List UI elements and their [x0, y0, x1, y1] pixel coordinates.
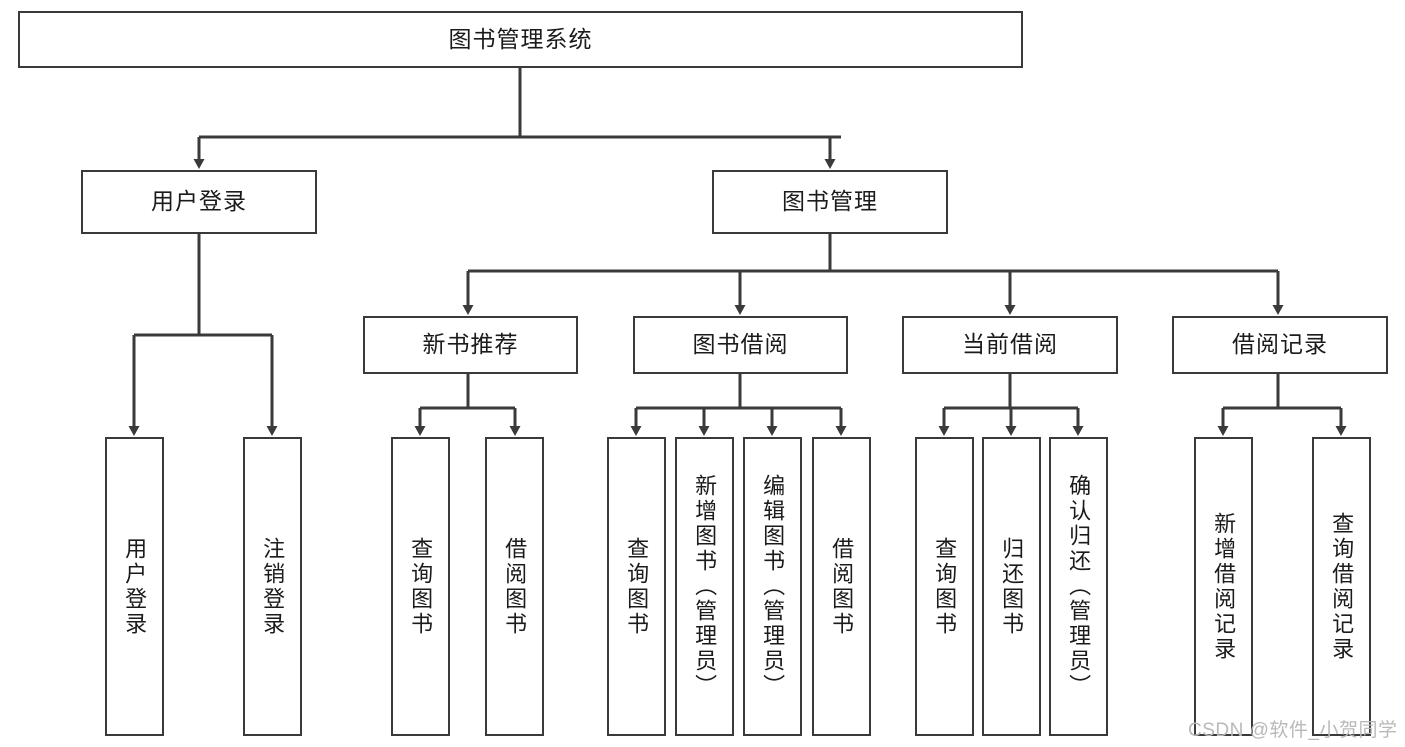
- node-user-login-label: 用户登录: [151, 188, 247, 215]
- node-leaf-query-book-1-label: 查询图书: [408, 536, 434, 637]
- node-root-label: 图书管理系统: [448, 25, 593, 52]
- node-leaf-confirm-return[interactable]: 确认归还（管理员）: [1049, 437, 1108, 736]
- node-leaf-query-book-3[interactable]: 查询图书: [915, 437, 974, 736]
- node-leaf-query-record-label: 查询借阅记录: [1329, 511, 1355, 662]
- watermark-text: CSDN @软件_小贺同学: [1188, 720, 1398, 741]
- node-leaf-query-book-3-label: 查询图书: [932, 536, 958, 637]
- node-leaf-user-logout-label: 注销登录: [260, 536, 286, 637]
- node-leaf-add-book[interactable]: 新增图书（管理员）: [675, 437, 734, 736]
- node-leaf-borrow-book-2[interactable]: 借阅图书: [812, 437, 871, 736]
- node-leaf-borrow-book-1-label: 借阅图书: [502, 536, 528, 637]
- node-leaf-user-login[interactable]: 用户登录: [105, 437, 164, 736]
- node-leaf-return-book-label: 归还图书: [999, 536, 1025, 637]
- node-book-borrow-label: 图书借阅: [692, 331, 789, 358]
- node-leaf-edit-book[interactable]: 编辑图书（管理员）: [743, 437, 802, 736]
- node-leaf-query-book-1[interactable]: 查询图书: [391, 437, 450, 736]
- node-user-login[interactable]: 用户登录: [81, 170, 317, 234]
- node-leaf-add-record-label: 新增借阅记录: [1211, 511, 1237, 662]
- node-leaf-confirm-return-label: 确认归还（管理员）: [1066, 474, 1092, 699]
- node-borrow-record-label: 借阅记录: [1232, 331, 1328, 358]
- node-leaf-edit-book-label: 编辑图书（管理员）: [760, 474, 786, 699]
- node-leaf-query-book-2[interactable]: 查询图书: [607, 437, 666, 736]
- node-leaf-borrow-book-1[interactable]: 借阅图书: [485, 437, 544, 736]
- node-leaf-user-logout[interactable]: 注销登录: [243, 437, 302, 736]
- node-book-manage[interactable]: 图书管理: [712, 170, 948, 234]
- node-leaf-query-record[interactable]: 查询借阅记录: [1312, 437, 1371, 736]
- node-new-book-rec-label: 新书推荐: [422, 331, 519, 358]
- node-book-borrow[interactable]: 图书借阅: [633, 316, 848, 374]
- node-current-borrow-label: 当前借阅: [962, 331, 1058, 358]
- node-borrow-record[interactable]: 借阅记录: [1172, 316, 1388, 374]
- node-book-manage-label: 图书管理: [782, 188, 878, 215]
- node-leaf-return-book[interactable]: 归还图书: [982, 437, 1041, 736]
- node-new-book-rec[interactable]: 新书推荐: [363, 316, 578, 374]
- node-current-borrow[interactable]: 当前借阅: [902, 316, 1118, 374]
- node-leaf-user-login-label: 用户登录: [122, 536, 148, 637]
- node-root[interactable]: 图书管理系统: [18, 11, 1023, 68]
- node-leaf-add-book-label: 新增图书（管理员）: [692, 474, 718, 699]
- node-leaf-query-book-2-label: 查询图书: [624, 536, 650, 637]
- node-leaf-borrow-book-2-label: 借阅图书: [829, 536, 855, 637]
- node-leaf-add-record[interactable]: 新增借阅记录: [1194, 437, 1253, 736]
